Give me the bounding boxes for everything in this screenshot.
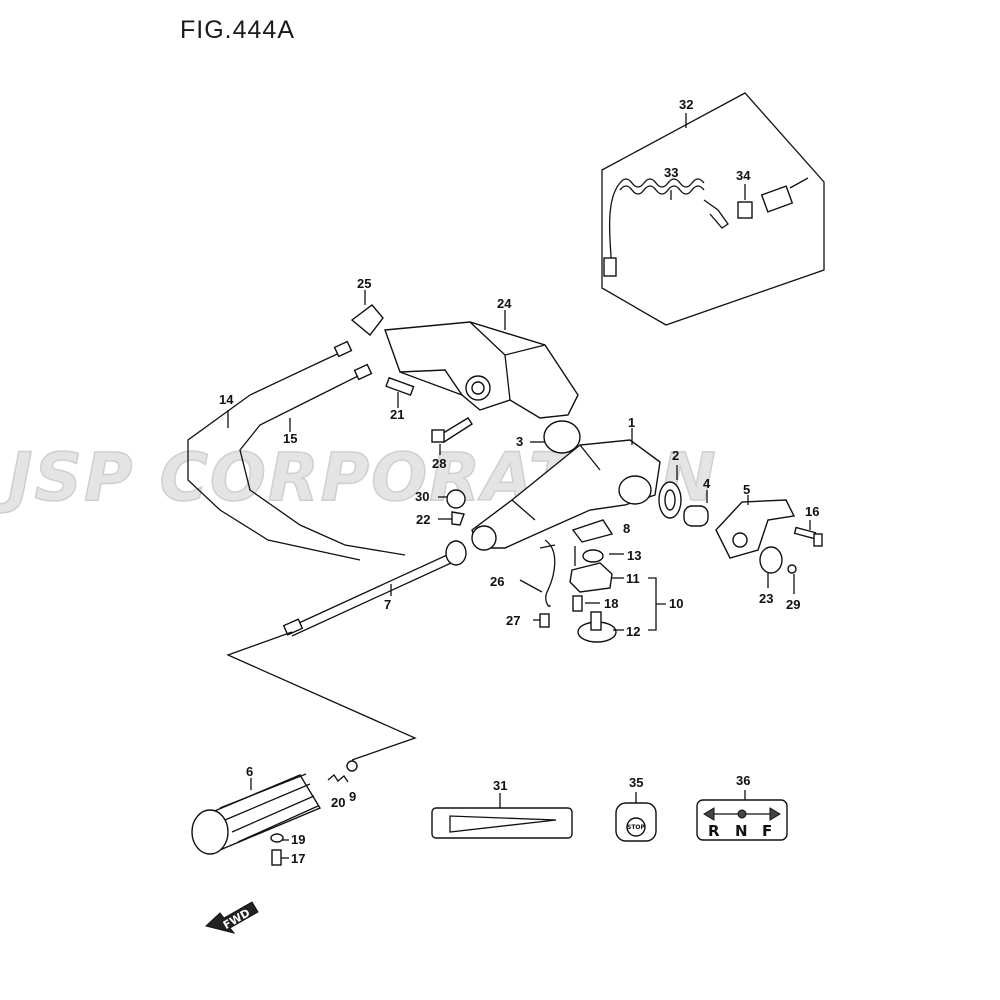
bracket-24 (384, 310, 579, 419)
part-11-block (569, 562, 613, 593)
shift-letter-r: R (708, 822, 720, 840)
part-21-pin (385, 376, 415, 408)
callout-1: 1 (628, 415, 635, 430)
callout-5: 5 (743, 482, 750, 497)
part-4-bush (683, 505, 709, 527)
callout-10: 10 (669, 596, 683, 611)
callout-15: 15 (283, 431, 297, 446)
part-27-screw (539, 613, 550, 628)
part-22-clip (451, 511, 465, 526)
callout-22: 22 (416, 512, 430, 527)
part-26-spring (539, 539, 556, 607)
part-9-pin (346, 760, 358, 772)
callout-35: 35 (629, 775, 643, 790)
part-23-washer (759, 546, 783, 574)
callout-3: 3 (516, 434, 523, 449)
callout-24: 24 (497, 296, 512, 311)
part-6-grip (191, 773, 322, 855)
callout-30: 30 (415, 489, 429, 504)
part-28-bolt (431, 417, 473, 455)
callout-36: 36 (736, 773, 750, 788)
left-arrow-icon (703, 807, 715, 821)
callout-23: 23 (759, 591, 773, 606)
decal-36-shift: R N F (696, 790, 788, 841)
tiller-arm-1 (471, 428, 661, 551)
callout-33: 33 (664, 165, 678, 180)
fwd-label: FWD (221, 906, 252, 932)
callout-14: 14 (219, 392, 234, 407)
callout-7: 7 (384, 597, 391, 612)
callout-26: 26 (490, 574, 504, 589)
stop-switch (737, 177, 809, 219)
decal-35-stop: STOP (615, 792, 657, 842)
callout-31: 31 (493, 778, 507, 793)
part-17-screw (271, 849, 282, 866)
callout-27: 27 (506, 613, 520, 628)
callout-19: 19 (291, 832, 305, 847)
callout-13: 13 (627, 548, 641, 563)
part-25-grommet (350, 304, 384, 337)
part-12-knob (577, 611, 617, 643)
part-5-friction-bracket (715, 499, 796, 559)
stop-text: STOP (627, 824, 646, 831)
callout-6: 6 (246, 764, 253, 779)
callout-25: 25 (357, 276, 371, 291)
part-3-ring (543, 420, 581, 454)
callout-20: 20 (331, 795, 345, 810)
part-7-shaft (282, 540, 467, 637)
callout-17: 17 (291, 851, 305, 866)
callout-16: 16 (805, 504, 819, 519)
throttle-cables (187, 340, 406, 561)
decal-31 (431, 793, 573, 839)
part-16-bolt (793, 526, 823, 547)
callout-29: 29 (786, 597, 800, 612)
fwd-arrow-icon: FWD (204, 901, 259, 934)
callout-18: 18 (604, 596, 618, 611)
part-30-cap (446, 489, 466, 509)
callout-4: 4 (703, 476, 711, 491)
shift-letter-f: F (762, 822, 772, 840)
right-arrow-icon (769, 807, 781, 821)
callout-34: 34 (736, 168, 751, 183)
callout-2: 2 (672, 448, 679, 463)
callout-21: 21 (390, 407, 404, 422)
part-20-spring (327, 774, 349, 783)
callout-28: 28 (432, 456, 446, 471)
kit-box-32 (601, 92, 825, 326)
callout-11: 11 (626, 571, 640, 586)
callout-12: 12 (626, 624, 640, 639)
callout-9: 9 (349, 789, 356, 804)
figure-title: FIG.444A (180, 16, 295, 44)
part-13-washer (582, 549, 604, 563)
part-18-screw (572, 595, 583, 612)
part-8-plate (571, 519, 614, 543)
lanyard-coil (603, 178, 729, 277)
part-19-washer (270, 833, 284, 843)
callout-8: 8 (623, 521, 630, 536)
callout-32: 32 (679, 97, 693, 112)
shift-letter-n: N (735, 822, 748, 840)
part-29-screw (787, 564, 797, 594)
